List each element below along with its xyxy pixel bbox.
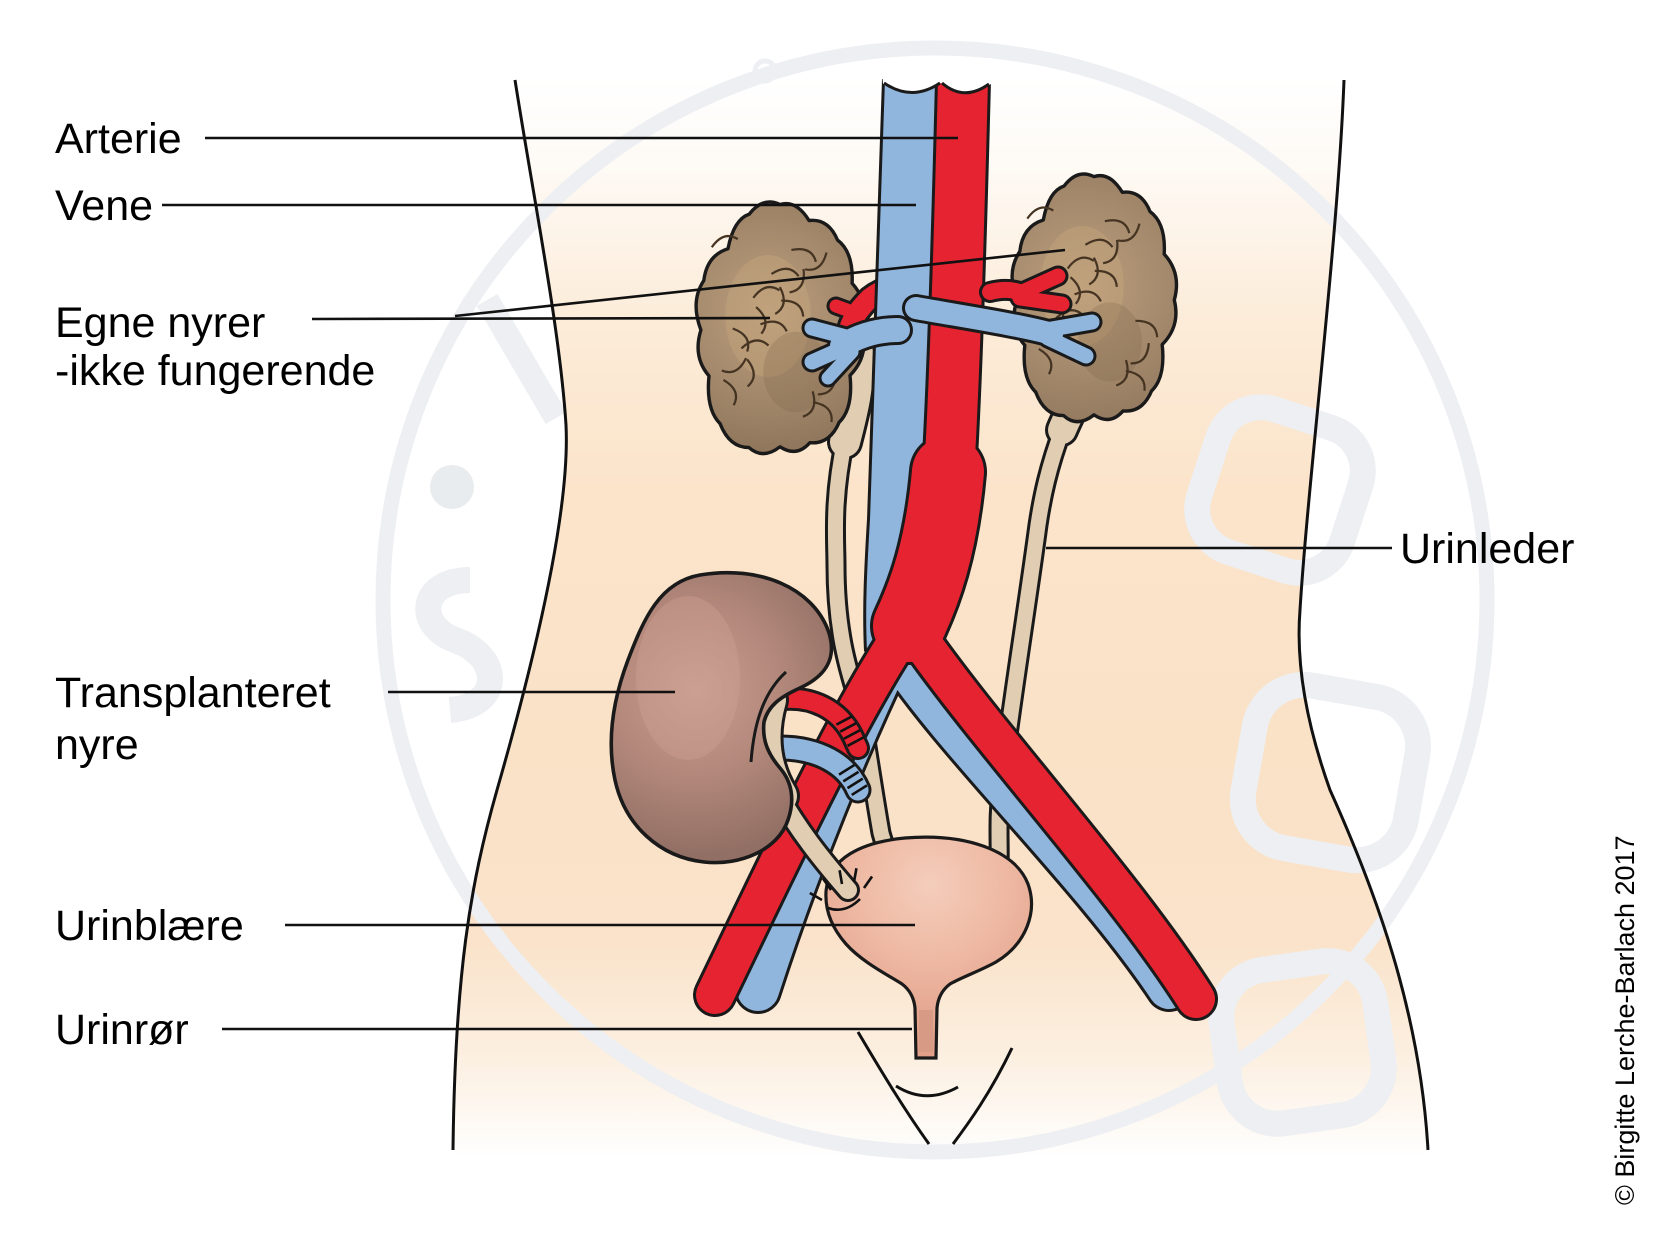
body-outline-left [451, 79, 568, 1151]
label-transplant-2: nyre [55, 721, 139, 769]
label-ureter: Urinleder [1400, 525, 1574, 573]
groin-outline [856, 1031, 1014, 1145]
watermark-letter [1208, 948, 1397, 1137]
transplant-kidney-highlight [636, 596, 740, 760]
label-own-kidneys-2: -ikke fungerende [55, 347, 375, 395]
label-transplant-1: Transplanteret [55, 669, 331, 717]
leader-own-kidney-left [311, 316, 771, 321]
label-bladder: Urinblære [55, 902, 244, 950]
body-outline [451, 79, 1430, 1151]
main-blood-vessels [693, 58, 1218, 1021]
transplant-kidney [609, 570, 834, 865]
watermark-letter [1184, 394, 1376, 586]
label-urethra: Urinrør [55, 1006, 189, 1054]
leader-own-kidney-right [454, 248, 1066, 318]
transplant-kidney-group [609, 570, 834, 865]
labels: Arterie Vene Egne nyrer -ikke fungerende… [55, 115, 1640, 1205]
watermark-ring-icon [752, 58, 778, 84]
groin-line-left [856, 1031, 931, 1145]
label-own-kidneys-1: Egne nyrer [55, 299, 265, 347]
watermark-circle [375, 40, 1495, 1160]
body-outline-right [1297, 79, 1430, 1151]
suture-marks [809, 867, 874, 911]
label-artery: Arterie [55, 115, 182, 163]
watermark [375, 40, 1495, 1160]
native-kidneys [694, 172, 1179, 456]
watermark-letter [1229, 671, 1432, 874]
label-vein: Vene [55, 182, 153, 230]
transplant-kidney-hilum-line [749, 670, 788, 763]
bladder [824, 835, 1033, 1060]
leader-lines [162, 136, 1392, 1031]
credit-text: © Birgitte Lerche-Barlach 2017 [1610, 835, 1640, 1205]
bladder-group [824, 835, 1033, 1060]
groin-line-right [951, 1047, 1014, 1145]
watermark-letter-s [415, 567, 503, 723]
groin-arc [895, 1084, 959, 1098]
watermark-dot-icon [430, 465, 474, 509]
